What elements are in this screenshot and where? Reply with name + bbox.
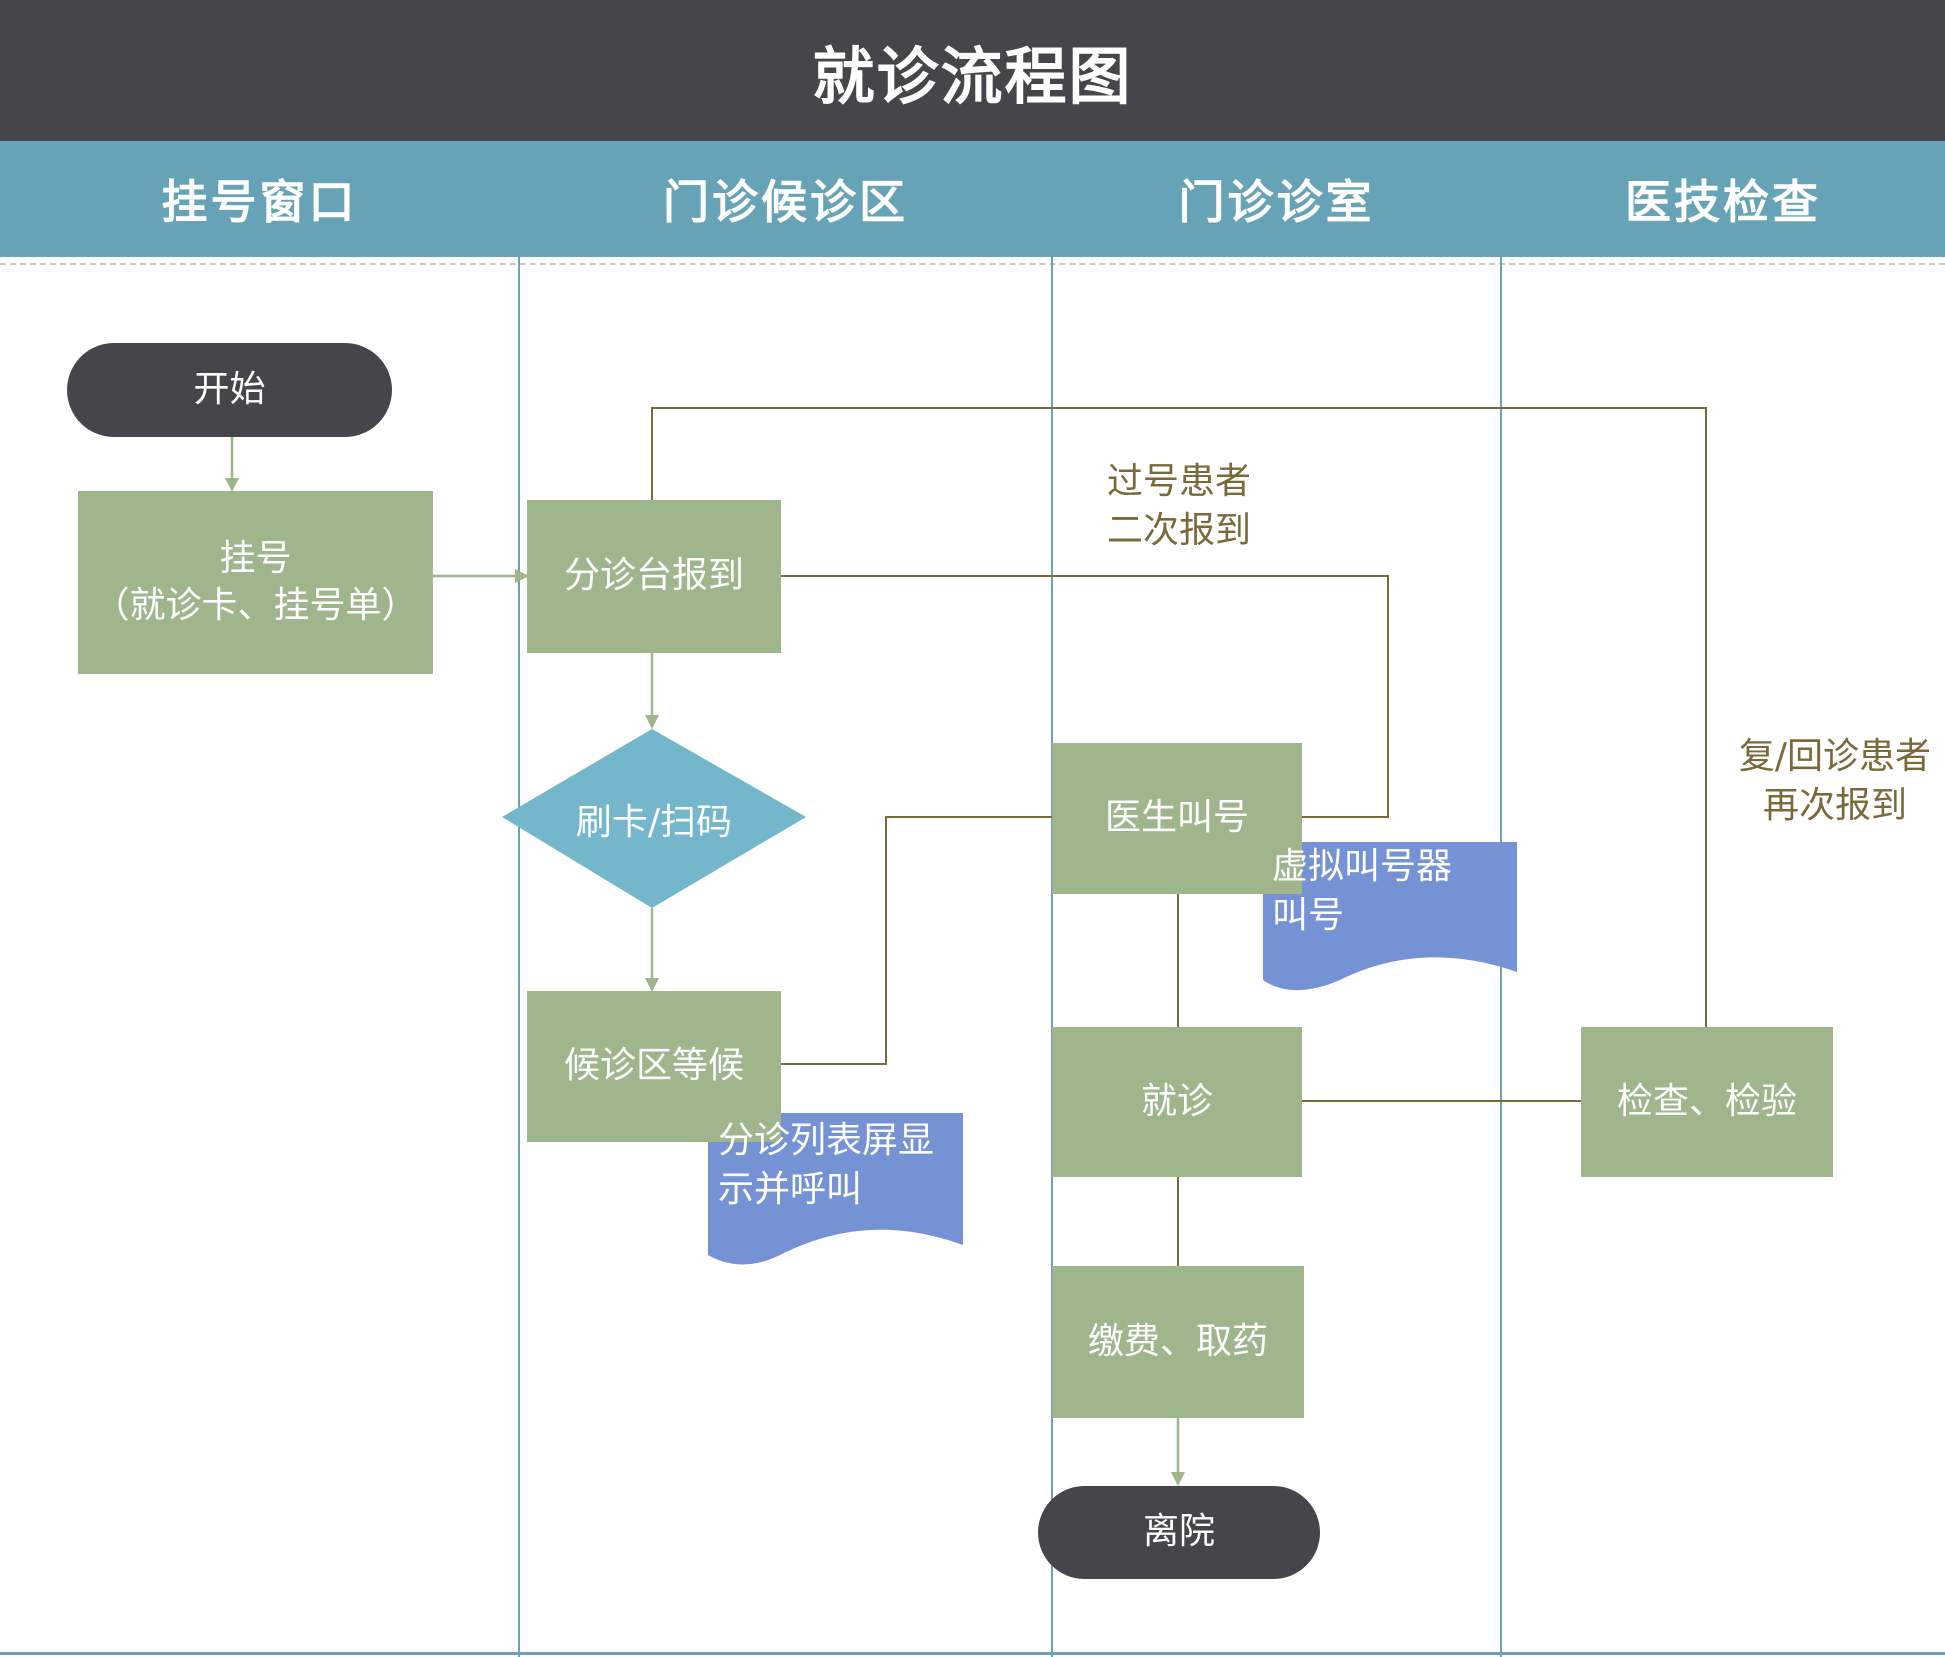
connector-return-recheckin — [651, 407, 1707, 1027]
document-shape — [1263, 842, 1517, 991]
lane-divider — [1051, 257, 1053, 1657]
virtual-caller-document: 虚拟叫号器 叫号 — [1272, 846, 1453, 936]
return-patient-note: 复/回诊患者 再次报到 — [1738, 736, 1932, 826]
register-label: 挂号 — [219, 537, 292, 579]
start-terminal: 开始 — [67, 343, 392, 437]
lane-divider — [518, 257, 520, 1657]
register-process: 挂号 （就诊卡、挂号单） — [78, 491, 433, 674]
pay-medicine-process: 缴费、取药 — [1052, 1266, 1304, 1418]
header-separator — [0, 263, 1945, 265]
page-title: 就诊流程图 — [0, 0, 1945, 141]
lane-title-medical-exam: 医技检查 — [1625, 175, 1821, 229]
missed-patient-note: 过号患者 二次报到 — [1107, 461, 1252, 551]
consultation-process: 就诊 — [1052, 1027, 1302, 1177]
swimlane-header: 挂号窗口 门诊候诊区 门诊诊室 医技检查 — [0, 141, 1945, 257]
register-sublabel: （就诊卡、挂号单） — [93, 584, 418, 626]
bottom-border — [0, 1652, 1945, 1655]
doctor-call-process: 医生叫号 — [1052, 743, 1302, 894]
connector-waiting-to-doctor — [781, 816, 1052, 1065]
document-shape — [708, 1113, 963, 1265]
triage-checkin-process: 分诊台报到 — [527, 500, 781, 653]
lane-title-clinic-room: 门诊诊室 — [1178, 175, 1375, 229]
lane-title-waiting-area: 门诊候诊区 — [663, 175, 908, 229]
connector-missed-recheckin — [781, 575, 1389, 818]
decision-diamond — [502, 729, 806, 908]
triage-screen-document: 分诊列表屏显 示并呼叫 — [718, 1120, 935, 1210]
leave-terminal: 离院 — [1038, 1486, 1320, 1579]
exam-test-process: 检查、检验 — [1581, 1027, 1833, 1177]
lane-title-registration: 挂号窗口 — [161, 175, 358, 229]
waiting-area-process: 候诊区等候 — [527, 991, 781, 1142]
swipe-scan-decision: 刷卡/扫码 — [575, 801, 733, 843]
